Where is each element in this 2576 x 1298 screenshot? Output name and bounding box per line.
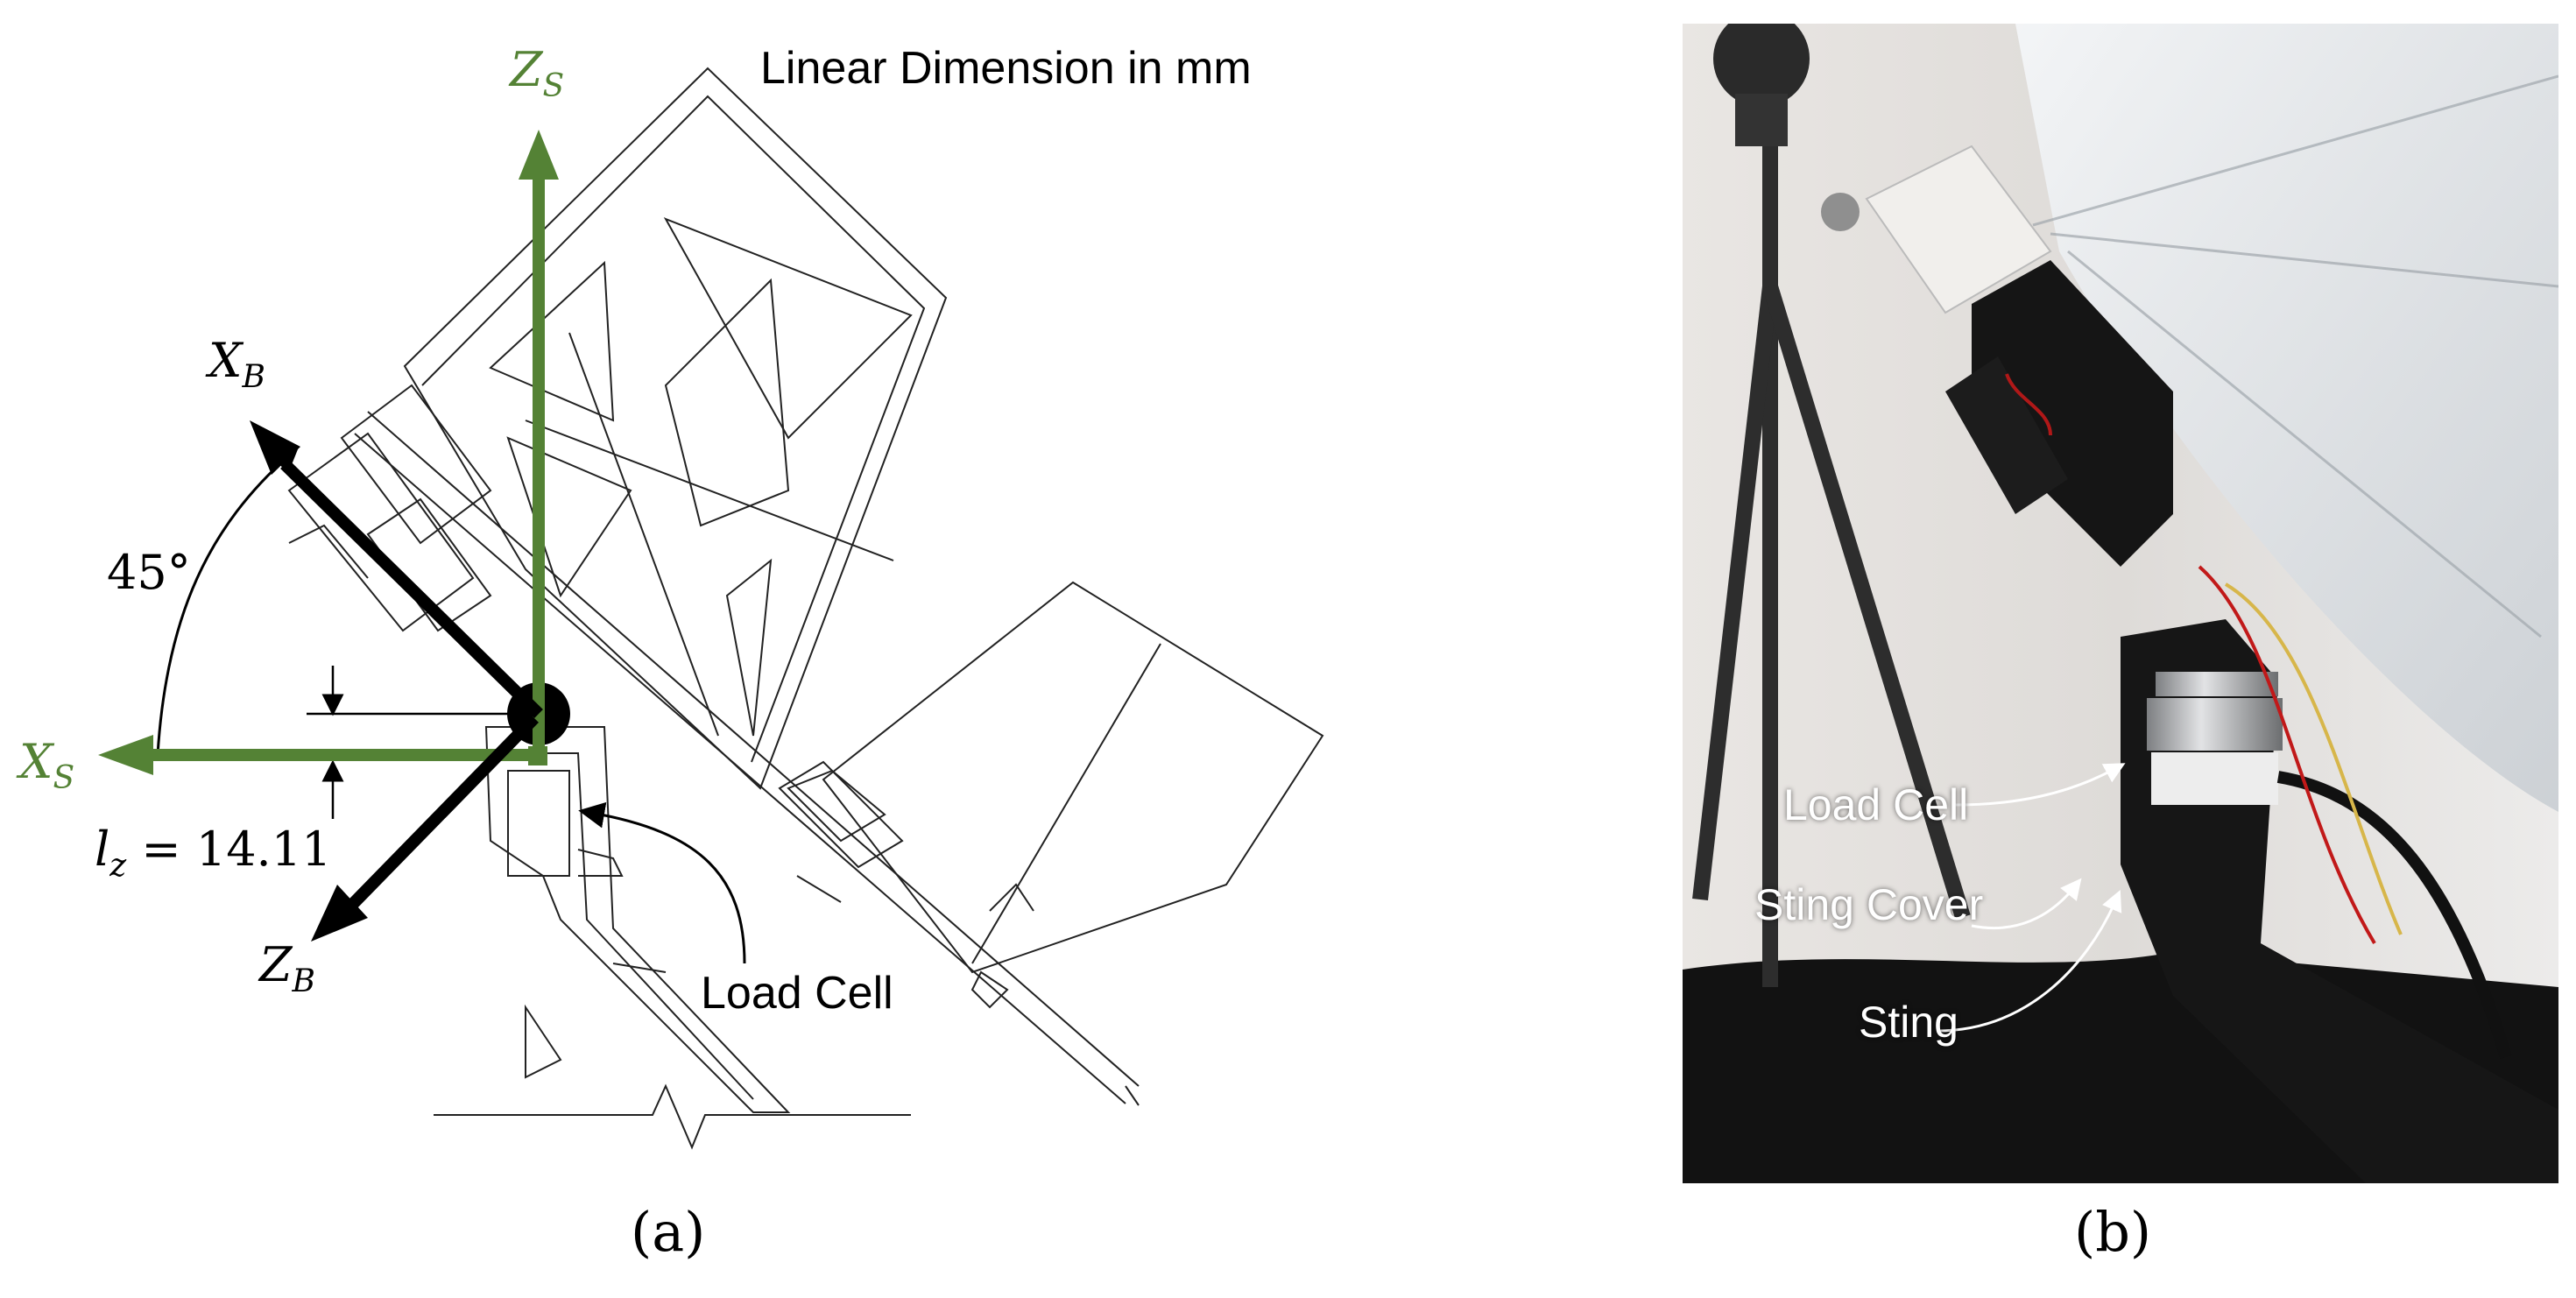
photo-label-sting-cover: Sting Cover	[1754, 880, 1984, 929]
photo-arrow-sting-cover	[1971, 878, 2082, 930]
drawing-title: Linear Dimension in mm	[760, 43, 1252, 94]
load-cell-arrow	[578, 801, 746, 964]
panel-b-photo	[1683, 24, 2558, 1183]
axis-zb	[311, 714, 540, 942]
dimension-lz	[307, 666, 526, 819]
angle-arc	[156, 447, 300, 756]
photo-arrow-sting	[1936, 890, 2122, 1033]
break-line	[434, 1083, 911, 1150]
angle-label: 45°	[107, 545, 191, 600]
wing-outline	[287, 67, 1324, 1113]
origin-marker	[528, 746, 547, 765]
axis-label-zs: ZS	[510, 42, 565, 104]
panel-a-label: (a)	[631, 1200, 706, 1264]
panel-b-label: (b)	[2074, 1200, 2152, 1264]
axis-label-zb: ZB	[259, 937, 315, 999]
panel-a-drawing	[98, 67, 1324, 1150]
axis-label-xb: XB	[208, 333, 265, 395]
photo-label-load-cell: Load Cell	[1783, 780, 1969, 829]
axis-zs	[519, 130, 559, 755]
photo-arrow-load-cell	[1953, 763, 2126, 807]
axis-label-xs: XS	[19, 734, 75, 796]
axis-xs	[98, 735, 539, 775]
dimension-lz-label: lz = 14.11	[95, 822, 332, 884]
axis-xb	[250, 420, 543, 718]
photo-label-sting: Sting	[1859, 998, 1958, 1047]
load-cell-label: Load Cell	[701, 968, 893, 1019]
